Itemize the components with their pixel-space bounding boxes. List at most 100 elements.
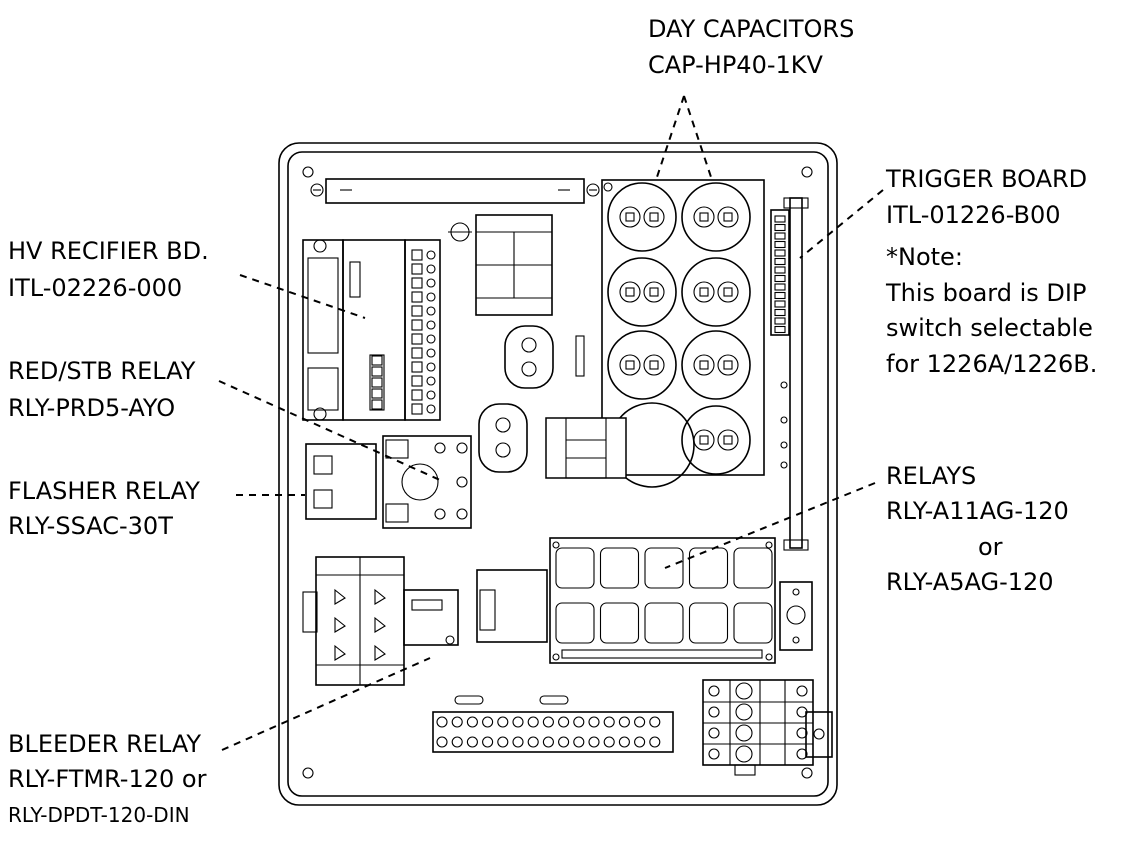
diode xyxy=(371,366,383,377)
capacitor-screw xyxy=(649,287,659,297)
terminal-block-right xyxy=(702,679,814,776)
capacitor-terminal xyxy=(717,354,739,376)
terminal-screw xyxy=(411,403,423,415)
capacitor-terminal xyxy=(693,429,715,451)
strip-screw xyxy=(649,736,661,748)
capacitor-terminal xyxy=(619,206,641,228)
capacitor-terminal xyxy=(717,206,739,228)
relay-cell xyxy=(644,547,684,589)
hv-rectifier-board xyxy=(302,239,441,421)
terminal-screw xyxy=(426,292,436,302)
strip-screw xyxy=(482,716,494,728)
relays-board xyxy=(549,537,776,664)
trigger-board-note-line: This board is DIP xyxy=(886,279,1087,307)
red-stb-relay-title: RED/STB RELAY xyxy=(8,357,196,385)
strip-screw xyxy=(451,736,463,748)
strip-screw xyxy=(603,716,615,728)
capacitor-screw xyxy=(723,360,733,370)
strip-screw xyxy=(436,736,448,748)
relays-title: RELAYS xyxy=(886,462,977,490)
terminal-screw xyxy=(411,277,423,289)
dip-switch xyxy=(774,257,786,266)
strip-screw xyxy=(618,716,630,728)
diode xyxy=(371,388,383,399)
strip-screw xyxy=(527,736,539,748)
relay-cell xyxy=(599,602,640,644)
capacitor-screw xyxy=(723,435,733,445)
capacitor xyxy=(607,257,677,327)
trigger-board xyxy=(770,197,809,551)
relay-cell xyxy=(733,602,773,644)
dip-switch xyxy=(774,249,786,257)
terminal-screw xyxy=(411,319,423,331)
capacitor-screw xyxy=(699,212,709,222)
terminal-screw xyxy=(411,375,423,387)
dip-switch xyxy=(774,232,786,240)
dip-switch xyxy=(774,223,786,232)
strip-screw xyxy=(542,736,554,748)
grommet-upper xyxy=(504,325,554,389)
capacitor xyxy=(681,330,751,400)
capacitor-screw xyxy=(723,212,733,222)
relay-cell xyxy=(688,602,729,644)
terminal-screw xyxy=(426,306,436,316)
day-capacitors-title: DAY CAPACITORS xyxy=(648,15,855,43)
strip-screw xyxy=(512,716,524,728)
diode xyxy=(371,399,383,410)
flasher-relay xyxy=(305,443,377,520)
red-stb-relay-part: RLY-PRD5-AYO xyxy=(8,394,176,422)
trigger-board-title: TRIGGER BOARD xyxy=(886,165,1088,193)
strip-screw xyxy=(466,736,478,748)
fuse-holder xyxy=(575,335,585,377)
terminal-screw xyxy=(426,348,436,358)
external-connector xyxy=(805,711,833,758)
terminal-screw xyxy=(411,291,423,303)
relay-cell xyxy=(688,547,729,589)
capacitor-screw xyxy=(699,435,709,445)
capacitor xyxy=(607,330,677,400)
flasher-relay-part: RLY-SSAC-30T xyxy=(8,512,173,540)
strip-screw xyxy=(466,716,478,728)
relays-part-a: RLY-A11AG-120 xyxy=(886,497,1069,525)
trigger-board-note-title: *Note: xyxy=(886,243,963,271)
terminal-screw xyxy=(426,250,436,260)
transformer-top xyxy=(475,214,553,316)
terminal-screw xyxy=(411,333,423,345)
capacitor-screw xyxy=(625,212,635,222)
relay-cell xyxy=(733,547,773,589)
diode xyxy=(371,377,383,388)
strip-screw xyxy=(451,716,463,728)
top-rail xyxy=(310,178,600,204)
capacitor xyxy=(607,182,677,252)
capacitor xyxy=(681,182,751,252)
capacitor-terminal xyxy=(693,354,715,376)
leader-lines xyxy=(218,95,884,751)
hv-rectifier-title: HV RECIFIER BD. xyxy=(8,237,209,265)
terminal-screw xyxy=(426,404,436,414)
strip-screw xyxy=(634,736,646,748)
capacitor-terminal xyxy=(717,281,739,303)
relays-part-b: RLY-A5AG-120 xyxy=(886,568,1054,596)
red-stb-relay xyxy=(382,435,472,529)
enclosure-inner xyxy=(287,151,829,797)
transformer-middle xyxy=(545,402,695,488)
capacitor-terminal xyxy=(619,281,641,303)
relay-cell xyxy=(644,602,684,644)
dip-switch xyxy=(774,274,786,283)
terminal-screw xyxy=(411,263,423,275)
relay-cell xyxy=(599,547,640,589)
dip-switch xyxy=(774,215,786,223)
dip-switch xyxy=(774,325,786,334)
dip-switch xyxy=(774,317,786,325)
capacitor-screw xyxy=(699,360,709,370)
terminal-screw xyxy=(411,361,423,373)
strip-screw xyxy=(588,716,600,728)
toggle-switch xyxy=(779,581,813,651)
relays-or: or xyxy=(978,533,1003,561)
strip-screw xyxy=(573,736,585,748)
bleeder-relay-title: BLEEDER RELAY xyxy=(8,730,202,758)
terminal-screw xyxy=(411,305,423,317)
strip-screw xyxy=(649,716,661,728)
capacitor-terminal xyxy=(619,354,641,376)
terminal-screw xyxy=(426,362,436,372)
